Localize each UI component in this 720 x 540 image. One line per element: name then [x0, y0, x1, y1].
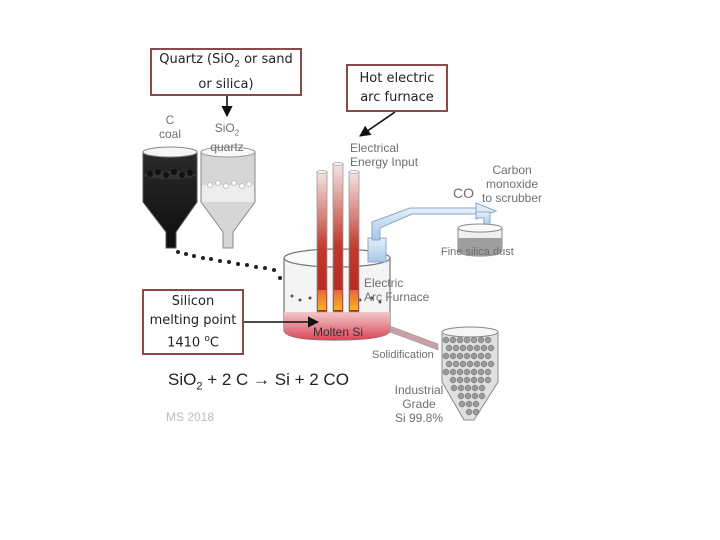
silicon-bead [449, 376, 457, 384]
silicon-bead [449, 368, 457, 376]
furnace-callout: Hot electric arc furnace [346, 64, 448, 112]
molten-si-label: Molten Si [313, 325, 364, 339]
silicon-bead [480, 344, 488, 352]
silicon-bead [470, 376, 478, 384]
coal-label: C coal [158, 113, 181, 141]
quartz-callout: Quartz (SiO2 or sand or silica) [150, 48, 302, 96]
co-exhaust-pipe [367, 202, 498, 263]
quartz-label: SiO2 quartz [210, 121, 244, 155]
silicon-bead [456, 336, 464, 344]
electric-arc-furnace-label: Electric Arc Furnace [364, 276, 430, 304]
coal-hopper [142, 146, 198, 249]
silicon-bead [456, 368, 464, 376]
silicon-bead [472, 408, 480, 416]
silicon-bead [471, 384, 479, 392]
silicon-bead [463, 376, 471, 384]
dust-label: Fine silica dust [441, 246, 514, 258]
silicon-bead [477, 376, 485, 384]
silicon-bead [463, 336, 471, 344]
silicon-bead [471, 392, 479, 400]
silicon-bead [466, 360, 474, 368]
silicon-bead [484, 336, 492, 344]
silicon-bead [477, 368, 485, 376]
silicon-bead [452, 344, 460, 352]
silicon-bead [470, 368, 478, 376]
silicon-bead [450, 384, 458, 392]
electrodes [316, 162, 360, 313]
reaction-equation: SiO2 + 2 C → Si + 2 CO [168, 370, 349, 393]
product-hopper [441, 326, 499, 421]
silicon-bead [472, 400, 480, 408]
silicon-bead [449, 336, 457, 344]
silicon-bead [457, 392, 465, 400]
silicon-bead [463, 368, 471, 376]
watermark: MS 2018 [166, 410, 215, 424]
silicon-beads [442, 336, 495, 416]
furnace-arrow [359, 111, 396, 137]
silicon-bead [478, 384, 486, 392]
silicon-bead [473, 344, 481, 352]
silicon-bead [478, 392, 486, 400]
silicon-bead [459, 344, 467, 352]
silicon-bead [464, 384, 472, 392]
silicon-bead [480, 360, 488, 368]
silicon-bead [442, 368, 450, 376]
silicon-bead [484, 376, 492, 384]
silicon-bead [477, 336, 485, 344]
solidification-label: Solidification [372, 349, 434, 361]
silicon-bead [487, 344, 495, 352]
silicon-bead [457, 384, 465, 392]
silicon-bead [445, 360, 453, 368]
silicon-bead [449, 352, 457, 360]
silicon-bead [487, 360, 495, 368]
energy-label: Electrical Energy Input [350, 141, 419, 169]
carbon-monoxide-label: Carbon monoxide to scrubber [481, 163, 543, 205]
silicon-bead [470, 352, 478, 360]
silicon-bead [484, 352, 492, 360]
silicon-bead [470, 336, 478, 344]
silicon-bead [463, 352, 471, 360]
silicon-bead [465, 400, 473, 408]
silicon-bead [456, 376, 464, 384]
silicon-bead [464, 392, 472, 400]
silicon-bead [442, 352, 450, 360]
silicon-bead [456, 352, 464, 360]
silicon-bead [458, 400, 466, 408]
silicon-bead [452, 360, 460, 368]
dust-collector [457, 223, 503, 257]
silicon-bead [442, 336, 450, 344]
quartz-hopper [200, 146, 256, 249]
silicon-bead [445, 344, 453, 352]
industrial-grade-label: Industrial Grade Si 99.8% [394, 383, 444, 425]
tap-outlet [389, 325, 439, 351]
silicon-bead [477, 352, 485, 360]
silicon-bead [466, 344, 474, 352]
silicon-bead [473, 360, 481, 368]
co-label: CO [453, 185, 474, 201]
melting-callout: Silicon melting point 1410 oC [142, 289, 244, 355]
silicon-bead [484, 368, 492, 376]
silicon-bead [465, 408, 473, 416]
silicon-bead [459, 360, 467, 368]
